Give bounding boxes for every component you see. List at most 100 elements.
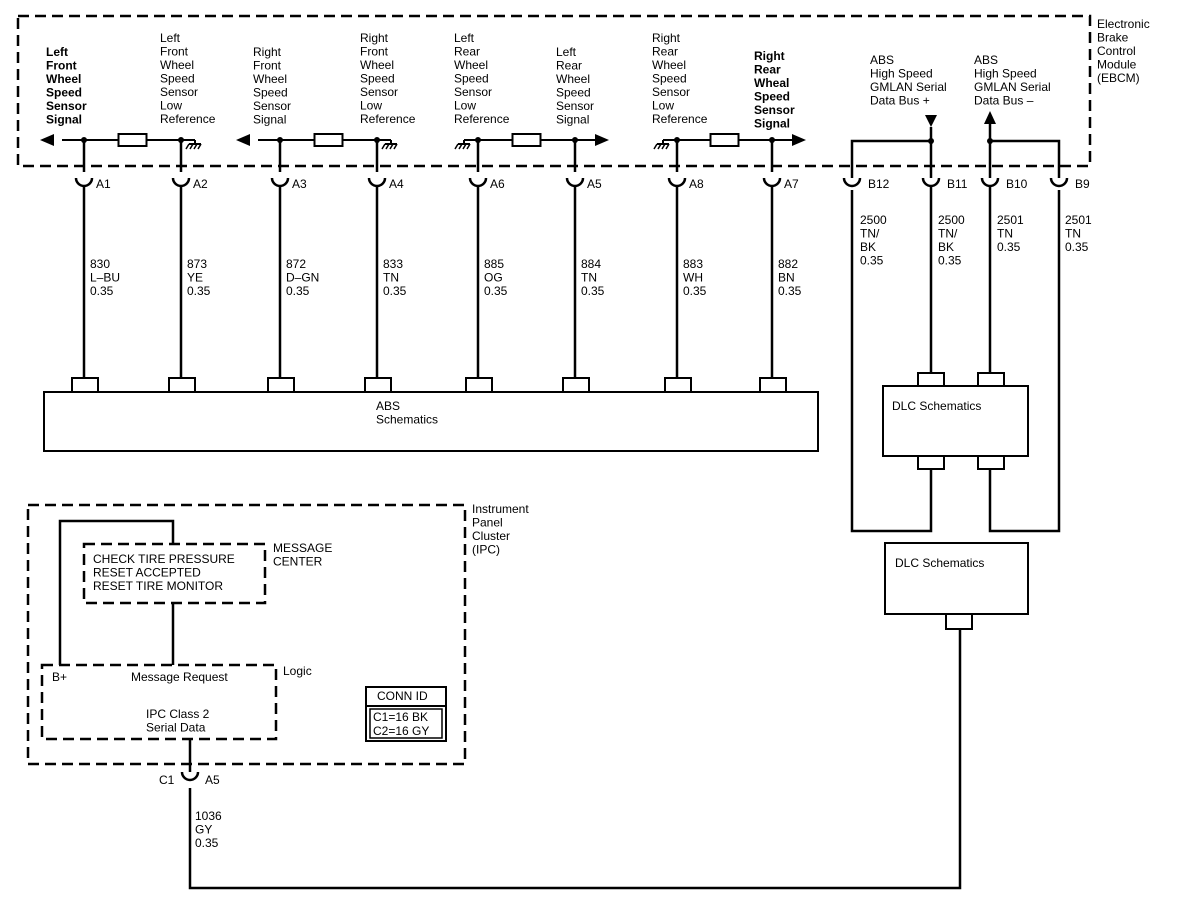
connector-a6-icon <box>468 177 488 188</box>
dlc-1-top-tab-left <box>917 372 945 387</box>
b12-to-dlc-wire <box>850 190 933 533</box>
wire-wire: 2501 <box>1065 213 1092 227</box>
ipc-connector-conn: C1 <box>159 773 175 787</box>
wire-wire: 884 <box>581 257 601 271</box>
dlc-1-bottom-tab-left <box>917 455 945 470</box>
wire-wire: 873 <box>187 257 207 271</box>
text-line: Control <box>1097 44 1136 58</box>
text-line: High Speed <box>870 67 933 81</box>
text-line: RESET ACCEPTED <box>93 566 201 580</box>
text-line: Front <box>253 59 282 73</box>
ground-icon <box>189 143 194 150</box>
text-line: Wheel <box>556 72 590 86</box>
connector-a7-icon <box>762 177 782 188</box>
wire-gauge: 0.35 <box>90 284 114 298</box>
pin-label-a4: A4 <box>389 177 404 191</box>
text-line: Wheel <box>253 72 287 86</box>
wire-color: GY <box>195 823 212 837</box>
text-line: (IPC) <box>472 543 500 557</box>
wire-color: BK <box>938 240 954 254</box>
ipc-connector-pin: A5 <box>205 773 220 787</box>
text-line: GMLAN Serial <box>974 80 1051 94</box>
wire-color: WH <box>683 271 703 285</box>
conn-id-box <box>365 686 447 742</box>
text-line: Low <box>360 99 382 113</box>
text-line: Wheel <box>454 58 488 72</box>
wire-wire: 885 <box>484 257 504 271</box>
text-line: Rear <box>754 63 781 77</box>
wire-color: L–BU <box>90 271 120 285</box>
connector-b11-icon <box>921 177 941 188</box>
text-line: Rear <box>652 45 678 59</box>
ipc-boundary <box>26 503 467 766</box>
abs-tab-a6 <box>465 377 493 393</box>
text-line: Signal <box>556 113 589 127</box>
abs-tab-a5 <box>562 377 590 393</box>
dlc-schematics-2-label: DLC Schematics <box>895 556 984 570</box>
signal-arrow-right-icon <box>595 134 609 146</box>
text-line: Left <box>160 31 181 45</box>
ground-icon <box>657 143 662 150</box>
pin-label-a1: A1 <box>96 177 111 191</box>
text-line: Right <box>360 31 389 45</box>
wire-gauge: 0.35 <box>195 836 219 850</box>
text-line: Brake <box>1097 31 1129 45</box>
wire-number: 1036 <box>195 809 222 823</box>
wire-wire: 2500 <box>938 213 965 227</box>
text-line: Sensor <box>454 85 492 99</box>
wire-color: BN <box>778 271 795 285</box>
ground-icon <box>385 143 390 150</box>
text-line: C2=16 GY <box>373 724 429 738</box>
ground-icon <box>661 143 666 150</box>
text-line: (EBCM) <box>1097 71 1140 85</box>
logic-box <box>40 663 278 741</box>
text-line: Low <box>454 99 476 113</box>
wire-color: TN <box>383 271 399 285</box>
text-line: Sensor <box>556 99 594 113</box>
text-line: Module <box>1097 58 1137 72</box>
ground-icon <box>458 143 463 150</box>
wire-color: BK <box>860 240 876 254</box>
resistor-icon <box>511 133 542 147</box>
class2-wire-to-dlc <box>188 629 962 890</box>
b10-arrow-up-icon <box>984 111 996 124</box>
text-line: Reference <box>160 112 216 126</box>
text-line: IPC Class 2 <box>146 707 210 721</box>
b11-arrow-down-icon <box>925 115 937 127</box>
wire-color: OG <box>484 271 503 285</box>
pin-label-a5: A5 <box>587 177 602 191</box>
text-line: Signal <box>754 117 790 131</box>
ground-icon <box>197 143 202 150</box>
dlc-1-top-tab-right <box>977 372 1005 387</box>
text-line: Speed <box>160 72 195 86</box>
wire-gauge: 0.35 <box>286 284 310 298</box>
ground-icon <box>665 143 670 150</box>
dlc-2-bottom-tab <box>945 613 973 630</box>
text-line: ABS <box>870 53 894 67</box>
text-line: Data Bus – <box>974 94 1034 108</box>
wire-wire: 2500 <box>860 213 887 227</box>
dlc-schematics-2: DLC Schematics <box>884 542 1029 630</box>
message-center-box <box>82 542 267 605</box>
text-line: Speed <box>652 72 687 86</box>
signal-arrow-right-icon <box>792 134 806 146</box>
dlc-schematics-1-box <box>882 385 1029 457</box>
wire-gauge: 0.35 <box>383 284 407 298</box>
text-line: C1=16 BK <box>373 710 428 724</box>
dlc-schematics-2-box <box>884 542 1029 615</box>
